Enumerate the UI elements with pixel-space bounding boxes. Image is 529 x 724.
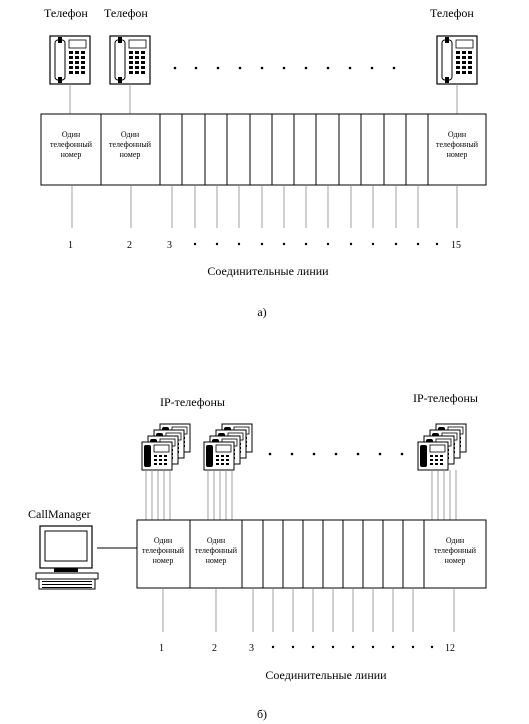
svg-text:номер: номер [153, 556, 174, 565]
svg-text:телефонный: телефонный [109, 140, 152, 149]
ip-phone-stack-icon-2 [204, 424, 252, 470]
numbers-ellipsis-a [193, 242, 439, 246]
cell-label-b-3: Один телефонный номер [434, 536, 477, 565]
ip-phones-ellipsis [268, 452, 404, 456]
line-number-a-1: 1 [68, 240, 73, 251]
svg-text:Один: Один [207, 536, 226, 545]
computer-icon [35, 525, 99, 590]
svg-text:телефонный: телефонный [434, 546, 477, 555]
line-number-a-2: 2 [127, 240, 132, 251]
svg-text:Один: Один [121, 130, 140, 139]
cell-label-b-1: Один телефонный номер [142, 536, 185, 565]
svg-text:Один: Один [154, 536, 173, 545]
caption-a: а) [257, 305, 266, 319]
trunk-lines-b [162, 588, 455, 632]
ip-phone-stack-icon-1 [142, 424, 190, 470]
svg-text:номер: номер [447, 150, 468, 159]
cell-label-a-3: Один телефонный номер [436, 130, 479, 159]
svg-text:телефонный: телефонный [436, 140, 479, 149]
diagram-b: IP-телефоны IP-телефоны [28, 391, 487, 721]
line-number-b-last: 12 [445, 643, 455, 654]
trunk-lines-label-a: Соединительные линии [207, 264, 329, 278]
phone-label-2: Телефон [104, 6, 148, 20]
line-number-b-2: 2 [212, 643, 217, 654]
line-number-b-1: 1 [159, 643, 164, 654]
numbers-ellipsis-b [271, 645, 434, 649]
svg-text:Один: Один [62, 130, 81, 139]
svg-text:номер: номер [206, 556, 227, 565]
phone-label-1: Телефон [44, 6, 88, 20]
svg-text:телефонный: телефонный [142, 546, 185, 555]
phone-icon-3 [436, 35, 478, 85]
svg-text:Один: Один [448, 130, 467, 139]
switch-box-b [136, 519, 487, 589]
svg-text:номер: номер [120, 150, 141, 159]
phone-label-3: Телефон [430, 6, 474, 20]
phone-icon-1 [49, 35, 91, 85]
phone-icon-2 [109, 35, 151, 85]
svg-text:Один: Один [446, 536, 465, 545]
ip-phones-label-1: IP-телефоны [160, 395, 225, 409]
ip-phone-stack-icon-3 [418, 424, 466, 470]
line-number-b-3: 3 [249, 643, 254, 654]
cell-label-b-2: Один телефонный номер [195, 536, 238, 565]
cell-label-a-1: Один телефонный номер [50, 130, 93, 159]
svg-text:телефонный: телефонный [50, 140, 93, 149]
ip-phone-lines [145, 470, 457, 520]
line-number-a-last: 15 [451, 240, 461, 251]
ip-phones-label-2: IP-телефоны [413, 391, 478, 405]
trunk-lines-label-b: Соединительные линии [265, 668, 387, 682]
line-number-a-3: 3 [167, 240, 172, 251]
svg-text:номер: номер [61, 150, 82, 159]
diagram-a: Телефон Телефон Телефон [40, 6, 487, 319]
switch-box-a [40, 113, 487, 186]
cell-label-a-2: Один телефонный номер [109, 130, 152, 159]
svg-text:номер: номер [445, 556, 466, 565]
caption-b: б) [257, 707, 267, 721]
svg-text:телефонный: телефонный [195, 546, 238, 555]
callmanager-label: CallManager [28, 507, 91, 521]
phones-ellipsis [173, 66, 396, 70]
trunk-lines-a [71, 185, 458, 228]
